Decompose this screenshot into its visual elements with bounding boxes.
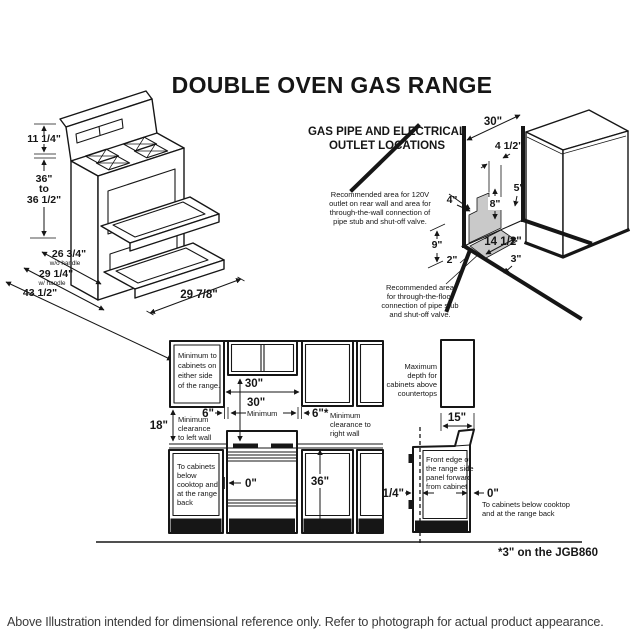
gas-dim-30: 30": [484, 116, 502, 128]
side-base-note: To cabinets below cooktop and at the ran…: [482, 500, 570, 518]
svg-text:cabinets above: cabinets above: [387, 380, 437, 389]
dim-depth-w-handle-note: w/ handle: [38, 280, 66, 287]
side-clearance-diagram: Maximum depth for cabinets above counter…: [383, 339, 570, 546]
gas-floor-note: Recommended area for through-the-floor c…: [381, 283, 458, 319]
dim-height-max: 36 1/2": [27, 194, 61, 206]
svg-text:Minimum to: Minimum to: [178, 351, 217, 360]
side-cabinet-note: Minimum to cabinets on either side of th…: [178, 351, 220, 390]
svg-text:clearance: clearance: [178, 424, 211, 433]
svg-text:for through-the-floor: for through-the-floor: [387, 292, 454, 301]
svg-text:and shut-off valve.: and shut-off valve.: [389, 310, 450, 319]
svg-text:Recommended area for 120V: Recommended area for 120V: [331, 190, 429, 199]
dim-wall-height: 18": [150, 420, 168, 432]
dim-quarter: 1/4": [383, 488, 404, 500]
svg-text:connection of pipe stub: connection of pipe stub: [381, 301, 458, 310]
svg-text:right wall: right wall: [330, 429, 360, 438]
wall-outlet-area: [468, 192, 502, 244]
front-edge-note: Front edge of the range side panel forwa…: [426, 455, 474, 491]
gas-dim-4half: 4 1/2": [495, 140, 523, 152]
base-cabinet-note: To cabinets below cooktop and at the ran…: [177, 462, 218, 507]
model-footnote: *3" on the JGB860: [498, 547, 598, 559]
dim-range-width: 29 7/8": [180, 289, 217, 301]
gas-dim-9: 9": [432, 239, 443, 251]
gas-dim-3: 3": [511, 253, 522, 265]
dim-side-right: 6"*: [312, 408, 329, 420]
svg-text:from cabinet: from cabinet: [426, 482, 468, 491]
svg-text:the range side: the range side: [426, 464, 474, 473]
svg-text:at the range: at the range: [177, 489, 217, 498]
range-front-view: [226, 430, 298, 534]
svg-text:through-the-wall connection of: through-the-wall connection of: [330, 208, 431, 217]
svg-text:Recommended area: Recommended area: [386, 283, 455, 292]
gas-dim-14half: 14 1/2": [484, 236, 521, 248]
svg-text:of the range.: of the range.: [178, 381, 220, 390]
dim-depth-wo-handle: 26 3/4": [52, 248, 86, 260]
gas-dim-2: 2": [447, 254, 458, 266]
dim-opening-width: 30": [245, 378, 263, 390]
front-clearance-diagram: Minimum to cabinets on either side of th…: [150, 340, 384, 534]
dim-vertical-min-label: Minimum: [247, 409, 277, 418]
dim-depth-w-handle: 29 1/4": [39, 268, 73, 280]
gas-diagram-title-line2: OUTLET LOCATIONS: [329, 140, 445, 152]
max-depth-note: Maximum depth for cabinets above counter…: [387, 362, 438, 398]
gas-dim-4: 4": [447, 194, 458, 206]
dim-zero-clearance: 0": [245, 478, 257, 490]
svg-text:either side: either side: [178, 371, 213, 380]
svg-text:cooktop and: cooktop and: [177, 480, 218, 489]
svg-text:pipe stub and shut-off valve.: pipe stub and shut-off valve.: [333, 217, 427, 226]
burner-grates: [84, 136, 169, 171]
dim-height-to: to: [39, 183, 49, 195]
svg-text:and at the range back: and at the range back: [482, 509, 555, 518]
dim-counter-height: 36": [311, 476, 329, 488]
page-title: DOUBLE OVEN GAS RANGE: [171, 72, 493, 98]
svg-text:countertops: countertops: [398, 389, 437, 398]
gas-wall-note: Recommended area for 120V outlet on rear…: [329, 190, 431, 226]
dim-side-left: 6": [202, 408, 214, 420]
svg-text:Minimum: Minimum: [330, 411, 360, 420]
right-wall-note: Minimum clearance to right wall: [330, 411, 371, 438]
gas-diagram-title-line1: GAS PIPE AND ELECTRICAL: [308, 126, 466, 138]
range-isometric-diagram: 11 1/4" 36" to 36 1/2" 26 3/4" w/o handl…: [5, 90, 245, 361]
svg-text:cabinets on: cabinets on: [178, 361, 216, 370]
dim-depth-door-open: 43 1/2": [23, 287, 57, 299]
svg-text:to left wall: to left wall: [178, 433, 212, 442]
dim-vertical-min: 30": [247, 397, 265, 409]
range-side-view: [408, 427, 475, 546]
cabinet-isometric: [523, 109, 631, 259]
dim-zero-back: 0": [487, 488, 499, 500]
svg-text:depth for: depth for: [407, 371, 437, 380]
dim-depth-wo-handle-note: w/o handle: [49, 260, 81, 267]
gas-dim-8: 8": [490, 198, 501, 210]
dim-cab-depth: 15": [448, 412, 466, 424]
svg-text:Front edge of: Front edge of: [426, 455, 472, 464]
gas-outlet-diagram: GAS PIPE AND ELECTRICAL OUTLET LOCATIONS: [308, 109, 631, 321]
svg-text:To cabinets below cooktop: To cabinets below cooktop: [482, 500, 570, 509]
disclaimer-caption: Above Illustration intended for dimensio…: [7, 615, 604, 629]
dim-height-min: 36": [36, 173, 53, 185]
svg-text:outlet on rear wall and area f: outlet on rear wall and area for: [329, 199, 431, 208]
svg-text:Maximum: Maximum: [404, 362, 437, 371]
left-wall-note: Minimum clearance to left wall: [178, 415, 212, 442]
dim-backsplash-height: 11 1/4": [27, 133, 61, 145]
svg-text:Minimum: Minimum: [178, 415, 208, 424]
svg-text:clearance to: clearance to: [330, 420, 371, 429]
svg-text:below: below: [177, 471, 197, 480]
svg-text:back: back: [177, 498, 193, 507]
gas-dim-5: 5": [514, 182, 525, 194]
svg-text:panel forward: panel forward: [426, 473, 471, 482]
svg-text:To cabinets: To cabinets: [177, 462, 215, 471]
